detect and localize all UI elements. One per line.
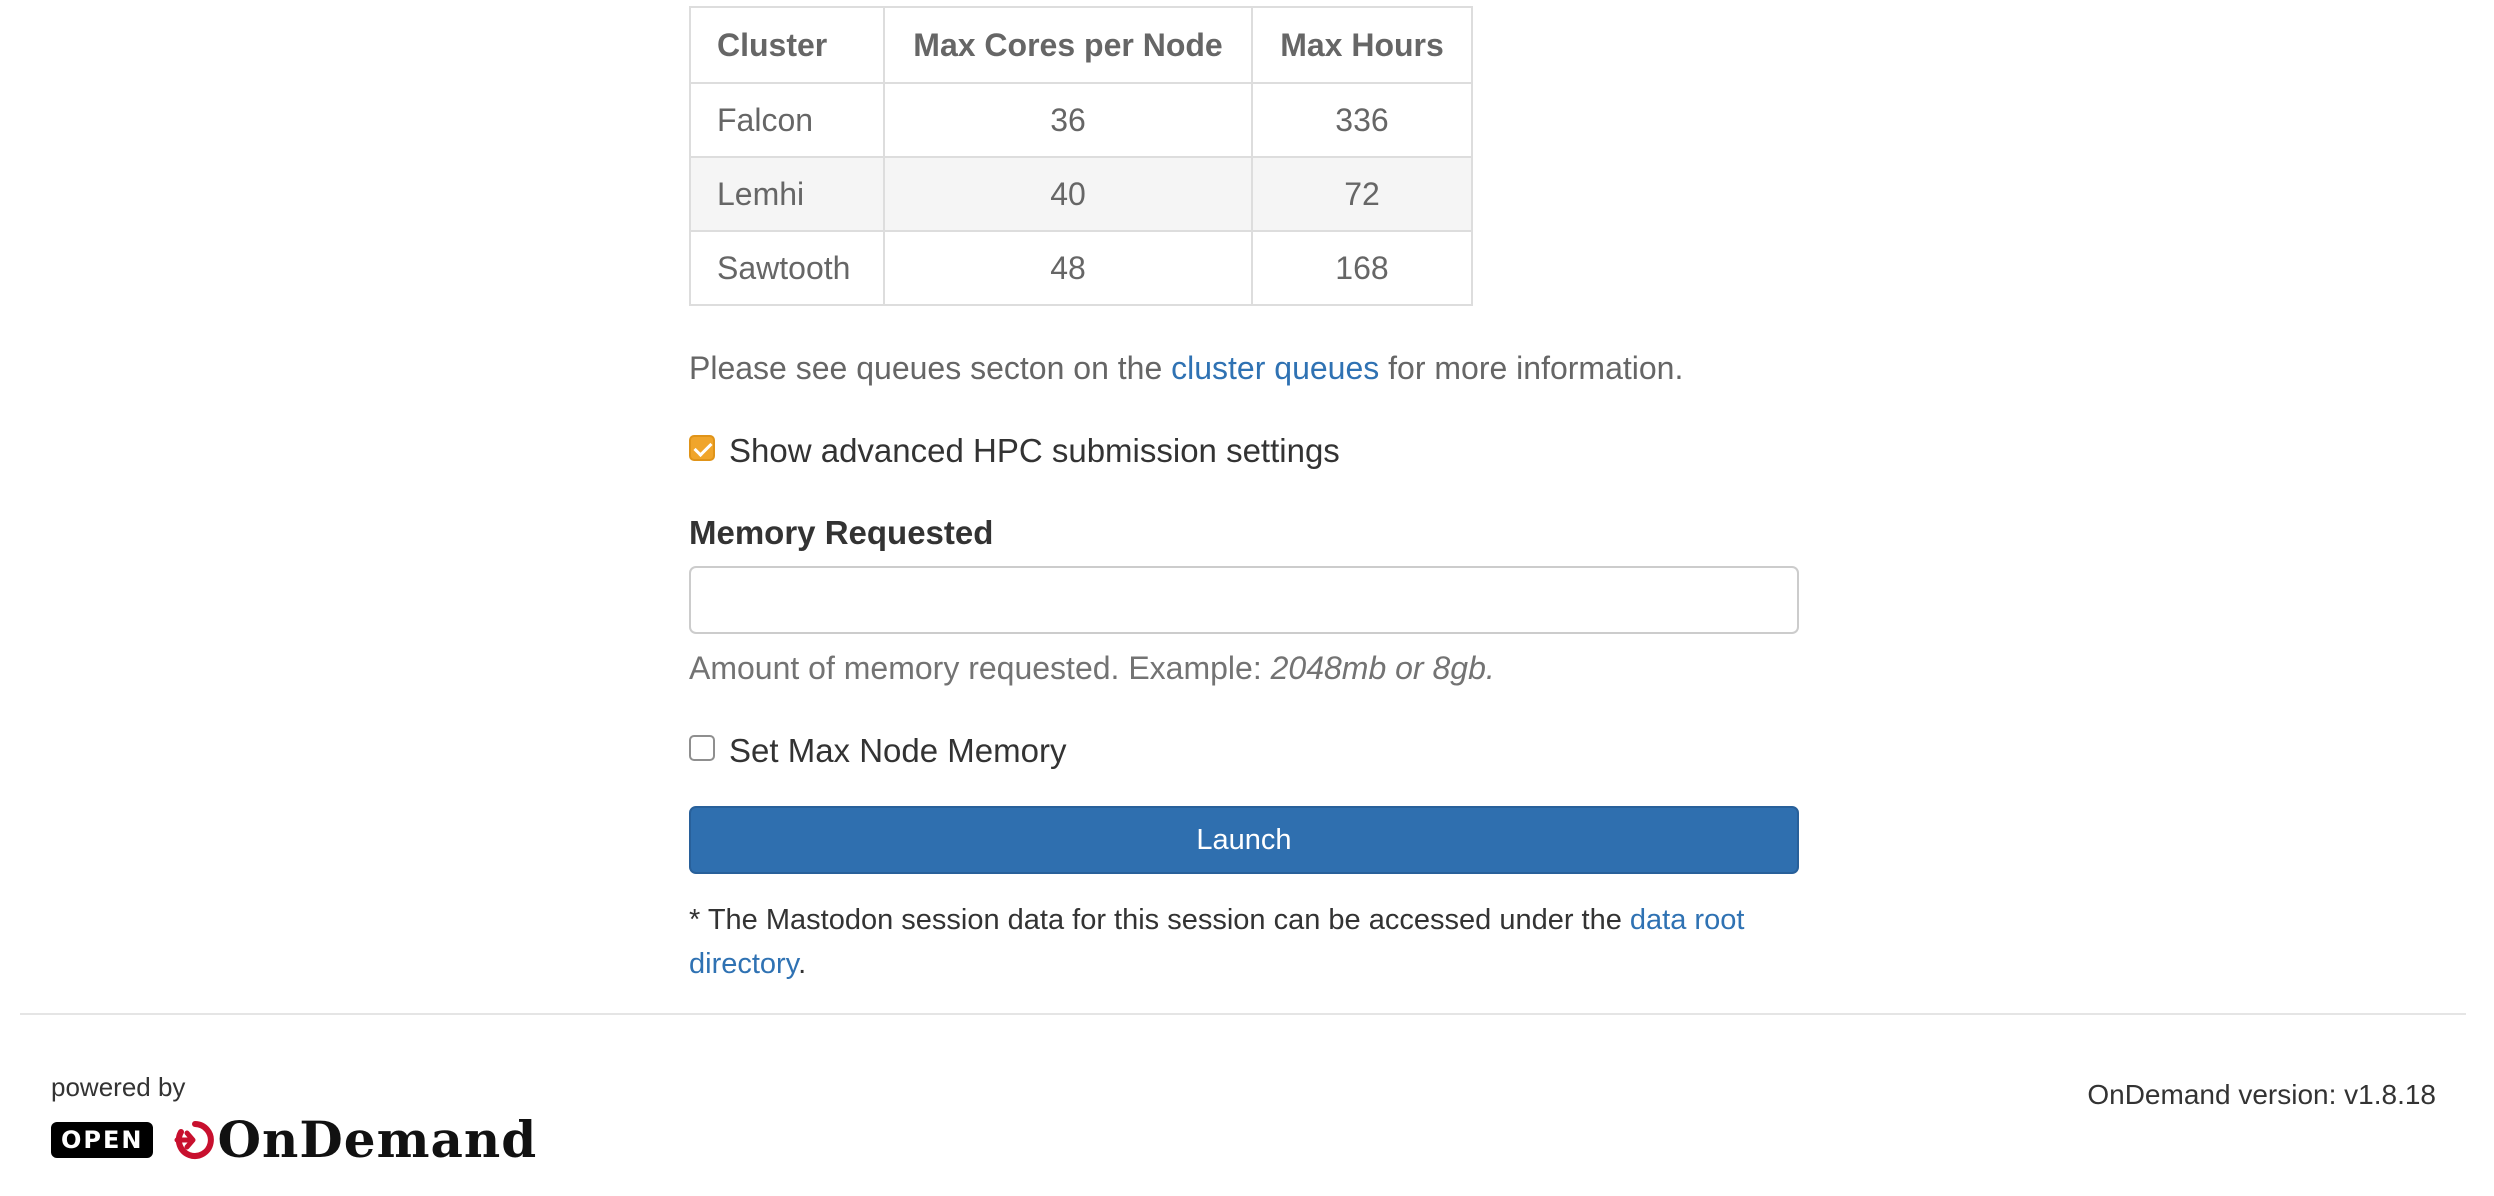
memory-requested-label: Memory Requested [689, 514, 994, 551]
logo-open-badge: OPEN [51, 1121, 154, 1158]
session-data-note-suffix: . [798, 948, 807, 980]
cell-max-hours: 72 [1251, 156, 1473, 232]
cell-max-hours: 168 [1251, 230, 1473, 306]
queues-info-prefix: Please see queues secton on the [689, 350, 1172, 386]
footer-divider [20, 1013, 2466, 1015]
memory-help-prefix: Amount of memory requested. Example: [689, 650, 1271, 686]
queues-info-suffix: for more information. [1379, 350, 1684, 386]
table-row: Falcon 36 336 [689, 82, 1473, 158]
queues-info-text: Please see queues secton on the cluster … [689, 350, 1683, 387]
powered-by-text: powered by [51, 1072, 186, 1102]
memory-requested-input[interactable] [689, 566, 1799, 634]
max-node-memory-label[interactable]: Set Max Node Memory [729, 732, 1067, 769]
cell-cluster: Falcon [689, 82, 885, 158]
cell-cluster: Lemhi [689, 156, 885, 232]
cell-max-cores: 40 [883, 156, 1253, 232]
memory-help-example: 2048mb or 8gb. [1270, 650, 1495, 686]
column-header-cluster: Cluster [689, 6, 885, 84]
cell-cluster: Sawtooth [689, 230, 885, 306]
ondemand-version: OnDemand version: v1.8.18 [2087, 1079, 2436, 1110]
launch-button[interactable]: Launch [689, 806, 1799, 874]
table-row: Sawtooth 48 168 [689, 230, 1473, 306]
cluster-queues-link[interactable]: cluster queues [1171, 350, 1380, 386]
memory-help-text: Amount of memory requested. Example: 204… [689, 650, 1495, 687]
cell-max-cores: 36 [883, 82, 1253, 158]
max-node-memory-checkbox[interactable] [689, 735, 715, 761]
column-header-max-hours: Max Hours [1251, 6, 1473, 84]
open-ondemand-logo: OPEN OnDemand [51, 1110, 537, 1169]
data-root-directory-link[interactable]: data root directory [689, 904, 1745, 980]
advanced-settings-checkbox[interactable] [689, 435, 715, 461]
cluster-table: Cluster Max Cores per Node Max Hours Fal… [689, 6, 1473, 306]
table-header-row: Cluster Max Cores per Node Max Hours [689, 6, 1473, 84]
column-header-max-cores: Max Cores per Node [883, 6, 1253, 84]
cell-max-cores: 48 [883, 230, 1253, 306]
logo-ondemand-text: OnDemand [217, 1110, 538, 1169]
table-row: Lemhi 40 72 [689, 156, 1473, 232]
session-data-note-prefix: * The Mastodon session data for this ses… [689, 904, 1630, 936]
ondemand-power-icon [174, 1120, 215, 1159]
cell-max-hours: 336 [1251, 82, 1473, 158]
advanced-settings-label[interactable]: Show advanced HPC submission settings [729, 432, 1340, 469]
session-data-note: * The Mastodon session data for this ses… [689, 898, 1809, 986]
